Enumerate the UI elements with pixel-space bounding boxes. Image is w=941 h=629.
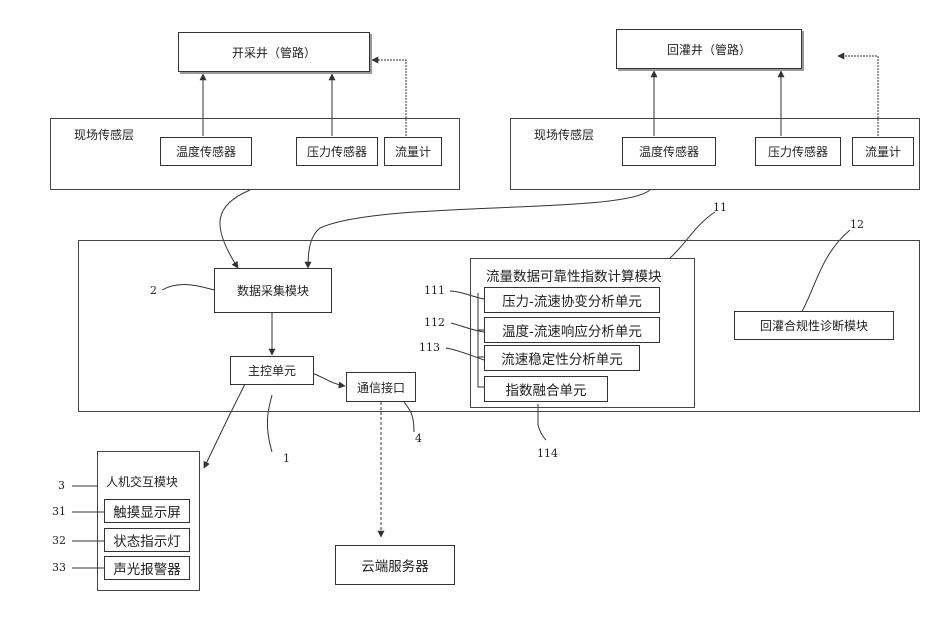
main-control-unit: 主控单元	[230, 356, 314, 385]
field-layer-left-title: 现场传感层	[74, 126, 134, 143]
ref-3: 3	[58, 479, 65, 492]
unit-113: 流速稳定性分析单元	[484, 345, 640, 371]
injection-well-left: 开采井（管路）	[178, 32, 370, 72]
field-layer-right-title: 现场传感层	[534, 126, 594, 143]
ref-1: 1	[283, 452, 290, 465]
flow-meter-left: 流量计	[384, 137, 442, 166]
ref-114: 114	[537, 447, 558, 460]
compliance-diagnosis-module: 回灌合规性诊断模块	[734, 311, 894, 340]
temp-sensor-right: 温度传感器	[622, 137, 716, 166]
ref-32: 32	[52, 534, 66, 547]
ref-33: 33	[52, 561, 66, 574]
pressure-sensor-right: 压力传感器	[755, 137, 841, 166]
ref-111: 111	[424, 284, 445, 297]
status-indicator: 状态指示灯	[104, 528, 190, 552]
ref-11: 11	[713, 201, 727, 214]
ref-4: 4	[415, 432, 422, 445]
hmi-title: 人机交互模块	[106, 473, 178, 490]
flow-meter-right: 流量计	[852, 137, 914, 166]
ref-31: 31	[52, 505, 66, 518]
audio-visual-alarm: 声光报警器	[104, 556, 190, 580]
touch-display: 触摸显示屏	[104, 499, 190, 523]
unit-111: 压力-流速协变分析单元	[484, 287, 660, 313]
ref-112: 112	[424, 316, 445, 329]
unit-114: 指数融合单元	[484, 376, 608, 402]
ref-2: 2	[150, 284, 157, 297]
cloud-server: 云端服务器	[335, 545, 455, 585]
comm-interface: 通信接口	[346, 372, 416, 402]
ref-12: 12	[850, 218, 864, 231]
reinjection-well-right: 回灌井（管路）	[616, 29, 802, 69]
reliability-calc-title: 流量数据可靠性指数计算模块	[486, 265, 662, 285]
unit-112: 温度-流速响应分析单元	[484, 317, 660, 343]
pressure-sensor-left: 压力传感器	[296, 137, 378, 166]
data-acquisition-module: 数据采集模块	[214, 268, 332, 313]
temp-sensor-left: 温度传感器	[160, 137, 252, 166]
ref-113: 113	[419, 341, 440, 354]
